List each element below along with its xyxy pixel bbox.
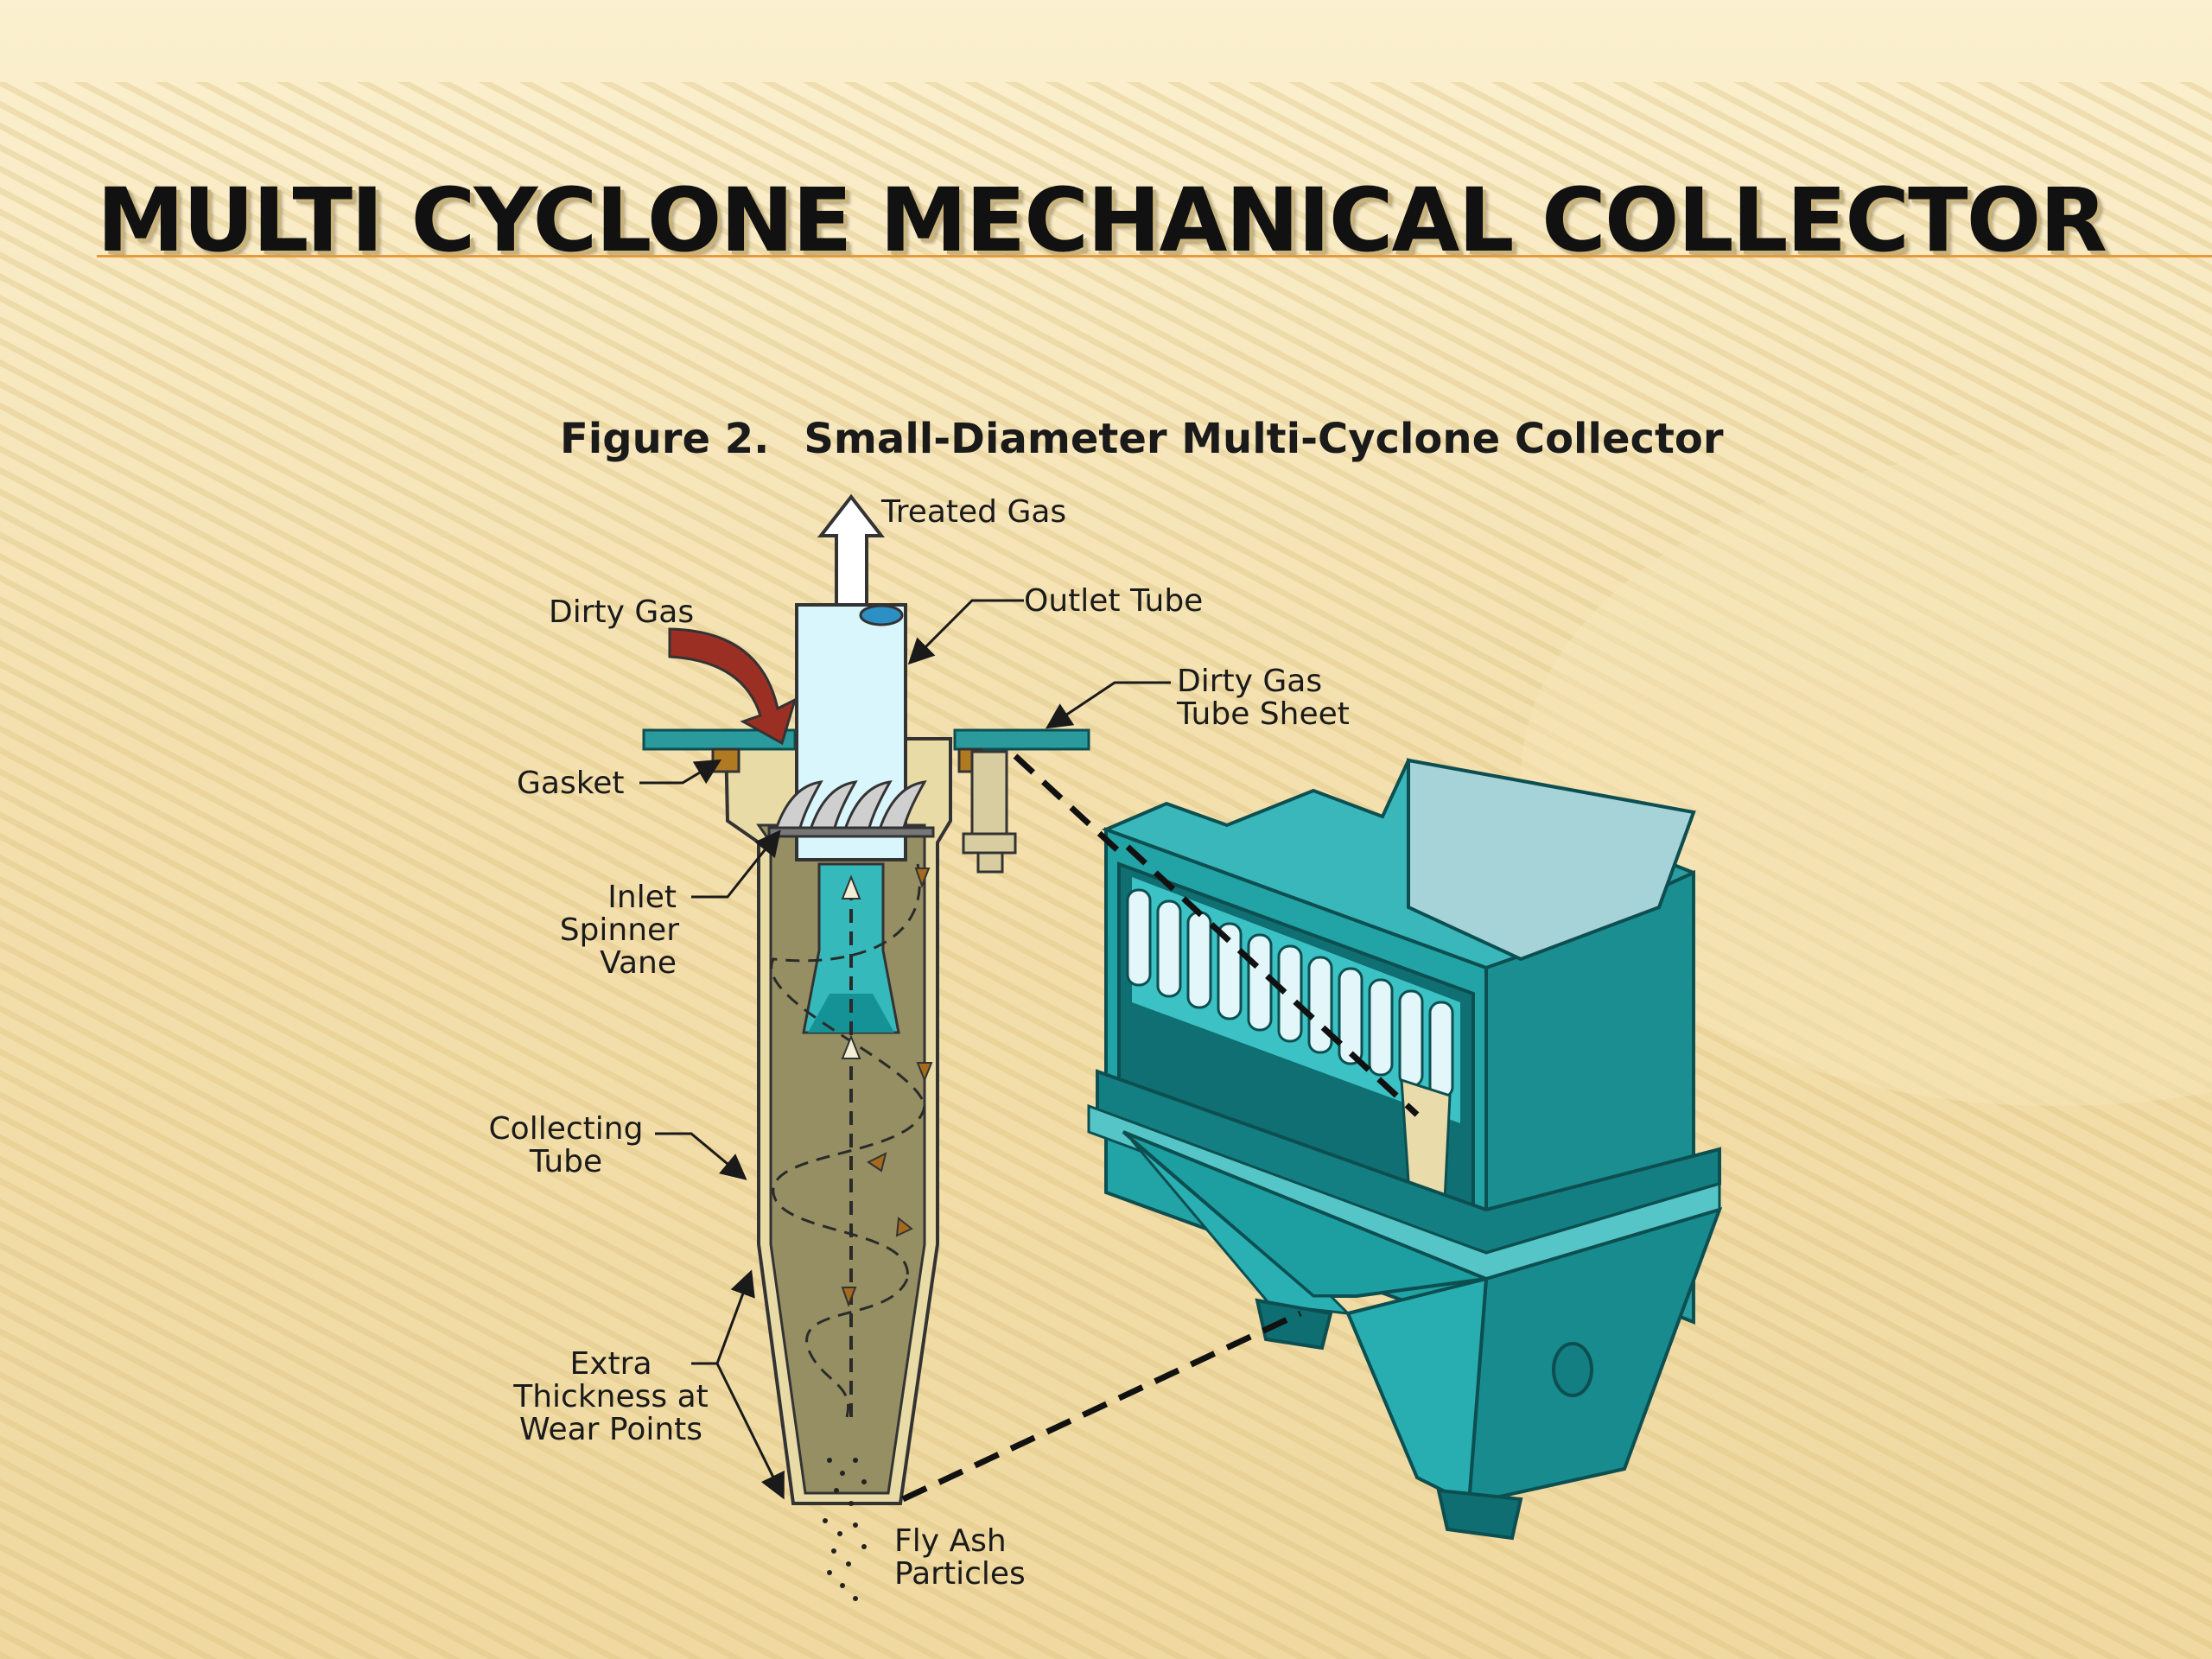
figure-caption-text: Small-Diameter Multi-Cyclone Collector	[804, 415, 1724, 463]
label-flyash-line1: Fly Ash	[894, 1523, 1007, 1559]
label-tube-sheet-line1: Dirty Gas	[1177, 664, 1322, 699]
gasket-left	[711, 747, 741, 773]
label-spinner-line2: Spinner	[560, 912, 679, 948]
label-spinner-line3: Vane	[600, 945, 677, 981]
figure-number: Figure 2.	[560, 415, 770, 463]
bolt-assembly	[962, 750, 1017, 874]
label-gasket: Gasket	[517, 766, 625, 801]
label-tube-sheet-line2: Tube Sheet	[1176, 696, 1350, 732]
collector-housing	[1087, 758, 1723, 1541]
cyclone-cross-section	[642, 603, 1302, 1601]
title-underline	[97, 255, 2212, 257]
label-outlet-tube: Outlet Tube	[1024, 583, 1203, 619]
label-treated-gas: Treated Gas	[880, 494, 1066, 530]
label-collecting-line1: Collecting	[489, 1111, 644, 1147]
label-extra-line2: Thickness at	[512, 1379, 709, 1414]
dirty-gas-arrow-icon	[668, 627, 798, 746]
label-extra-line1: Extra	[569, 1346, 652, 1382]
label-extra-line3: Wear Points	[519, 1412, 702, 1447]
label-dirty-gas: Dirty Gas	[549, 594, 694, 630]
treated-gas-arrow-icon	[817, 493, 886, 607]
fly-ash-particles	[823, 1458, 867, 1601]
label-leader-lines	[639, 599, 1171, 1500]
label-collecting-line2: Tube	[529, 1144, 602, 1179]
tube-sheet-right	[953, 728, 1090, 751]
figure-caption: Figure 2. Small-Diameter Multi-Cyclone Co…	[560, 415, 1758, 463]
label-spinner-line1: Inlet	[607, 880, 677, 915]
label-flyash-line2: Particles	[894, 1556, 1026, 1592]
